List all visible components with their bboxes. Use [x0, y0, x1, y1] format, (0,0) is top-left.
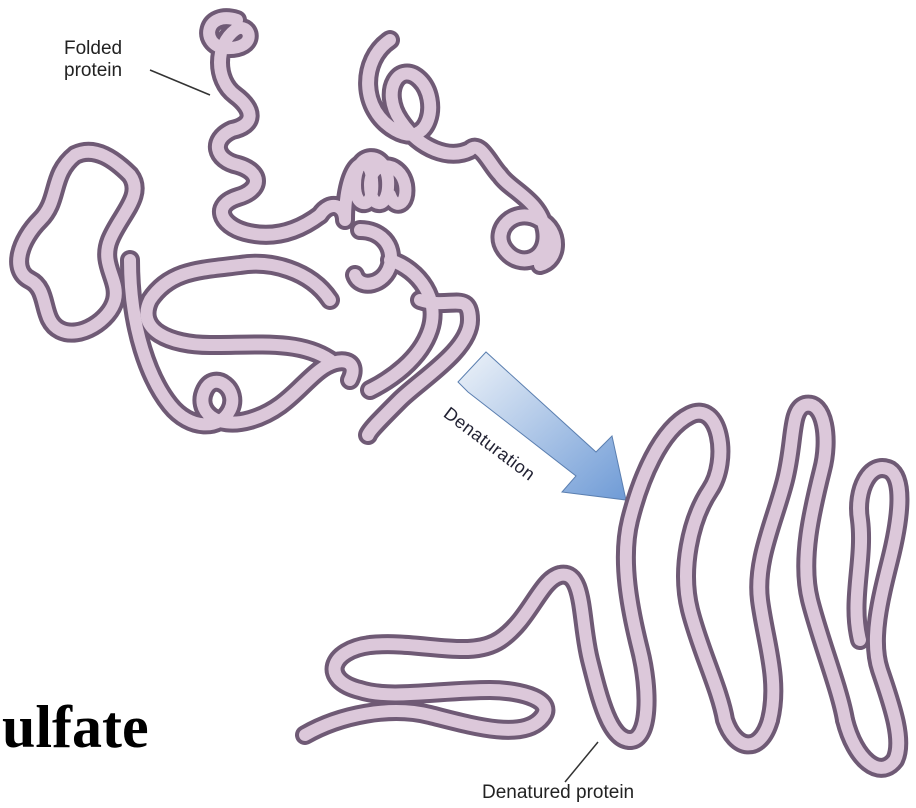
denatured-protein-label: Denatured protein	[482, 782, 634, 804]
folded-protein-label: Folded protein	[64, 38, 164, 82]
partial-heading-text: ulfate	[2, 692, 149, 762]
denatured-leader-line	[565, 742, 598, 782]
